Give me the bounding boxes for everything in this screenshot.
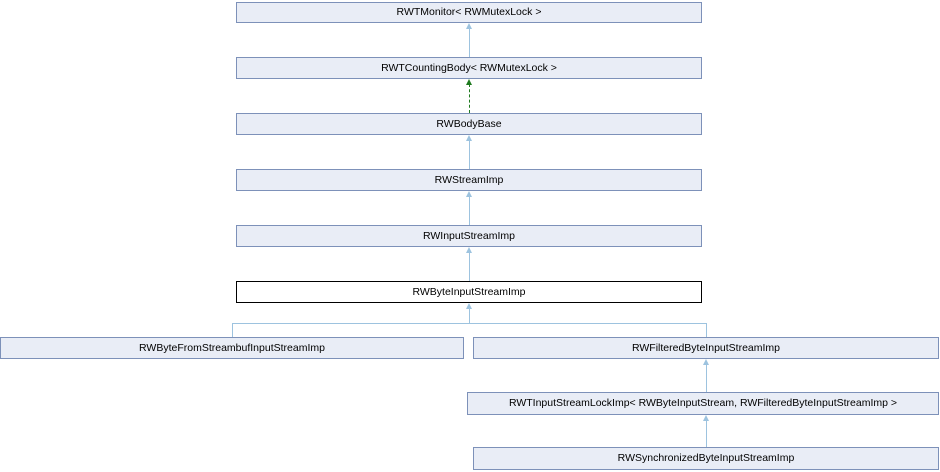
arrowhead-up-icon — [466, 135, 472, 141]
inheritance-edge-line — [469, 140, 470, 169]
arrowhead-up-icon — [703, 359, 709, 365]
arrowhead-up-icon — [466, 303, 472, 309]
arrowhead-up-icon — [466, 23, 472, 29]
arrowhead-up-dashed-icon — [466, 79, 472, 85]
class-node-rwtinputstreamlockimp[interactable]: RWTInputStreamLockImp< RWByteInputStream… — [467, 392, 939, 415]
inheritance-edge-line — [469, 196, 470, 225]
inheritance-edge-line — [706, 364, 707, 392]
class-node-rwtmonitor[interactable]: RWTMonitor< RWMutexLock > — [236, 2, 702, 23]
inheritance-branch-line — [232, 323, 707, 324]
arrowhead-up-icon — [466, 247, 472, 253]
inheritance-edge-line — [469, 28, 470, 57]
class-node-rwstreamimp[interactable]: RWStreamImp — [236, 169, 702, 191]
class-node-rwinputstreamimp[interactable]: RWInputStreamImp — [236, 225, 702, 247]
class-node-rwbytefromstreambufinputstreamimp[interactable]: RWByteFromStreambufInputStreamImp — [0, 337, 464, 359]
inheritance-edge-line — [232, 324, 233, 337]
arrowhead-up-icon — [466, 191, 472, 197]
class-node-rwtcountingbody[interactable]: RWTCountingBody< RWMutexLock > — [236, 57, 702, 79]
inheritance-edge-line — [469, 252, 470, 281]
class-node-rwbodybase[interactable]: RWBodyBase — [236, 113, 702, 135]
inheritance-edge-dashed-line — [469, 84, 470, 113]
arrowhead-up-icon — [703, 415, 709, 421]
class-node-rwbyteinputstreamimp-current: RWByteInputStreamImp — [236, 281, 702, 303]
inheritance-edge-line — [706, 324, 707, 337]
class-node-rwfilteredbyteinputstreamimp[interactable]: RWFilteredByteInputStreamImp — [473, 337, 939, 359]
class-node-rwsynchronizedbyteinputstreamimp[interactable]: RWSynchronizedByteInputStreamImp — [473, 447, 939, 470]
inheritance-edge-line — [469, 308, 470, 324]
inheritance-edge-line — [706, 420, 707, 447]
